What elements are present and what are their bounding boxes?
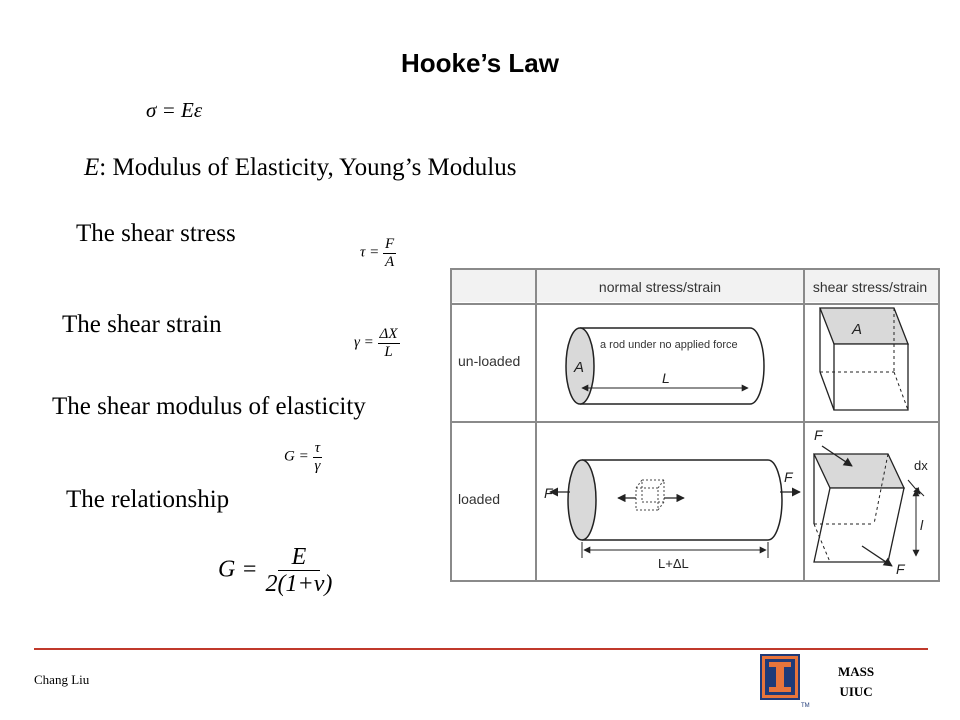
slide-title: Hooke’s Law <box>401 48 559 78</box>
modulus-symbol: E <box>84 154 100 181</box>
shear-stress-label: The shear stress <box>76 220 236 247</box>
rod-label-l: L <box>662 370 670 386</box>
shear-stress-den: A <box>385 253 395 270</box>
university-logo-icon: TM <box>760 654 810 710</box>
unloaded-rod: A a rod under no applied force L <box>565 327 765 405</box>
rod-label-ldl: L+ΔL <box>658 556 689 571</box>
shear-strain-formula: γ = ΔX L <box>354 326 400 360</box>
shear-strain-lhs: γ = <box>354 334 374 351</box>
rod-label-a: A <box>573 359 584 376</box>
unloaded-shear-cube: A <box>819 307 909 411</box>
diagram-header-row <box>452 270 938 302</box>
cube-label-l: l <box>920 517 924 533</box>
modulus-line: E: Modulus of Elasticity, Young’s Modulu… <box>84 154 516 182</box>
shear-modulus-formula: G = τ γ <box>284 440 323 474</box>
cube-force-bottom: F <box>896 561 906 577</box>
stress-strain-diagram: normal stress/strain shear stress/strain… <box>450 268 940 582</box>
footer-rule <box>34 648 928 650</box>
row-label-loaded: loaded <box>458 491 500 507</box>
shear-modulus-den: γ <box>314 457 321 474</box>
footer-org-line2: UIUC <box>839 684 873 699</box>
shear-modulus-lhs: G = <box>284 448 309 465</box>
footer-org: MASS UIUC <box>838 662 874 702</box>
shear-stress-num: F <box>383 236 397 254</box>
cube-force-top: F <box>814 427 824 443</box>
loaded-shear-cube: F F dx l <box>812 427 928 577</box>
stress-strain-diagram-svg: normal stress/strain shear stress/strain… <box>450 268 940 582</box>
relationship-formula: G = E 2(1+ν) <box>218 544 334 598</box>
shear-strain-fraction: ΔX L <box>377 326 400 360</box>
logo-trademark: TM <box>801 703 810 709</box>
rod-caption: a rod under no applied force <box>600 339 738 351</box>
relationship-lhs: G = <box>218 556 258 583</box>
cube-label-a: A <box>851 321 862 338</box>
shear-stress-fraction: F A <box>383 236 397 270</box>
relationship-num: E <box>277 544 321 572</box>
hooke-formula: σ = Eε <box>146 98 203 122</box>
relationship-fraction: E 2(1+ν) <box>264 544 335 598</box>
shear-stress-lhs: τ = <box>360 244 380 261</box>
shear-stress-formula: τ = F A <box>360 236 397 270</box>
shear-strain-label: The shear strain <box>62 311 222 338</box>
modulus-text: : Modulus of Elasticity, Young’s Modulus <box>99 154 517 181</box>
shear-modulus-fraction: τ γ <box>312 440 323 474</box>
header-normal: normal stress/strain <box>599 279 721 295</box>
shear-modulus-label: The shear modulus of elasticity <box>52 393 366 420</box>
cube-label-dx: dx <box>914 458 928 473</box>
footer-author: Chang Liu <box>34 672 90 687</box>
relationship-den: 2(1+ν) <box>265 571 333 598</box>
row-label-unloaded: un-loaded <box>458 353 520 369</box>
loaded-rod: F F L+ΔL <box>544 459 801 571</box>
rod-force-left: F <box>544 485 554 501</box>
relationship-label: The relationship <box>66 486 230 513</box>
shear-modulus-num: τ <box>312 440 323 458</box>
rod-force-right: F <box>784 469 794 485</box>
shear-strain-num: ΔX <box>377 326 400 344</box>
header-shear: shear stress/strain <box>813 279 927 295</box>
shear-strain-den: L <box>384 343 393 360</box>
footer-org-line1: MASS <box>838 664 875 679</box>
